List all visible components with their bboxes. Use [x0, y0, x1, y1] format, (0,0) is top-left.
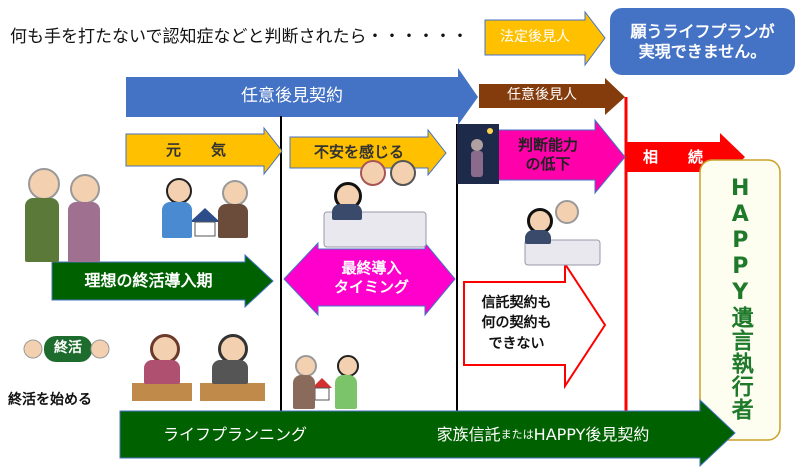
- statutory-guardian-arrow: [484, 10, 606, 67]
- trust-label: 家族信託: [436, 424, 501, 444]
- voluntary-guardian-label: 任意後見人: [507, 87, 577, 104]
- house-handover-illustration: [293, 355, 363, 411]
- stage-healthy-label: 元 気: [165, 140, 226, 159]
- warning-line: 願うライフプランが: [630, 21, 775, 41]
- life-planning-arrow: [119, 398, 736, 468]
- final-timing-label: 最終導入 タイミング: [318, 249, 425, 306]
- decline-line: の低下: [525, 155, 571, 173]
- voluntary-contract-label: 任意後見契約: [241, 86, 343, 107]
- shukatsu-badge: [44, 336, 92, 362]
- statutory-guardian-label: 法定後見人: [500, 28, 570, 45]
- no-contract-label: 信託契約も 何の契約も できない: [464, 282, 569, 365]
- decline-arrow: [497, 118, 626, 195]
- consultation-illustration: [330, 160, 420, 220]
- no-contract-line: 信託契約も: [481, 295, 552, 312]
- family-planning-illustration: [162, 178, 252, 240]
- no-contract-line: できない: [488, 335, 545, 352]
- life-planning-label: ライフプランニング: [162, 424, 307, 444]
- shukatsu-badge-label: 終活: [54, 340, 82, 357]
- warning-text: 願うライフプランが 実現できません。: [610, 8, 795, 75]
- ideal-period-arrow: [51, 253, 274, 309]
- happy-guardian-label: HAPPY後見契約: [533, 424, 650, 444]
- or-label: または: [500, 427, 534, 441]
- voluntary-guardian-arrow: [479, 78, 625, 115]
- executor-label: HAPPY遺言執行者: [727, 175, 753, 421]
- no-contract-arrow: [463, 260, 607, 390]
- ideal-period-label: 理想の終活導入期: [84, 271, 213, 290]
- intro-text: 何も手を打たないで認知症などと判断されたら・・・・・・: [10, 27, 469, 48]
- couple-writing-illustration: [140, 334, 265, 384]
- final-timing-line: 最終導入: [341, 258, 402, 277]
- decline-line: 判断能力: [517, 136, 578, 155]
- elderly-face-icon: [23, 339, 43, 359]
- executor-box: [699, 159, 781, 441]
- no-contract-line: 何の契約も: [481, 315, 552, 332]
- consultation-illustration: [525, 200, 595, 244]
- warning-line: 実現できません。: [638, 41, 767, 61]
- warning-box: [610, 8, 795, 75]
- stage-decline-label: 判断能力 の低下: [498, 130, 598, 180]
- elderly-couple-illustration: [20, 168, 110, 266]
- voluntary-contract-arrow: [126, 68, 478, 125]
- stage-inheritance-label: 相 続: [642, 147, 703, 166]
- final-timing-arrow: [283, 241, 456, 317]
- final-timing-line: タイミング: [333, 277, 409, 296]
- stage-anxious-label: 不安を感じる: [313, 143, 404, 162]
- elderly-face-icon: [90, 339, 110, 359]
- start-shukatsu-label: 終活を始める: [8, 392, 92, 409]
- healthy-arrow: [125, 126, 283, 176]
